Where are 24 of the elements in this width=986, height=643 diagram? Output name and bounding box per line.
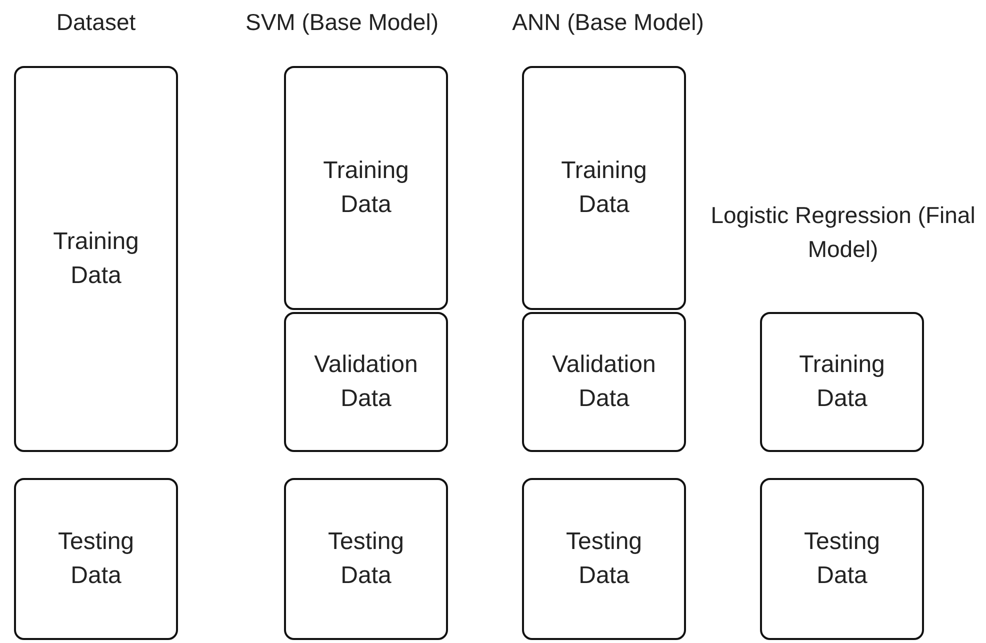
- data-box: [760, 312, 924, 452]
- data-box: [14, 66, 178, 452]
- box-label: Validation Data: [551, 350, 657, 414]
- data-box: [284, 66, 448, 310]
- box-label: Testing Data: [326, 527, 406, 591]
- column-heading: Dataset: [55, 8, 137, 37]
- data-box: [14, 478, 178, 640]
- box-label: Training Data: [52, 227, 140, 291]
- box-label: Testing Data: [56, 527, 136, 591]
- box-label: Validation Data: [313, 350, 419, 414]
- data-box: [522, 312, 686, 452]
- column-heading: Logistic Regression (Final Model): [710, 201, 976, 264]
- data-box: [284, 478, 448, 640]
- box-label: Training Data: [560, 156, 648, 220]
- data-box: [522, 66, 686, 310]
- box-label: Training Data: [322, 156, 410, 220]
- box-label: Training Data: [798, 350, 886, 414]
- column-heading: SVM (Base Model): [244, 8, 440, 37]
- box-label: Testing Data: [802, 527, 882, 591]
- data-box: [284, 312, 448, 452]
- column-heading: ANN (Base Model): [511, 8, 705, 37]
- data-box: [760, 478, 924, 640]
- data-box: [522, 478, 686, 640]
- box-label: Testing Data: [564, 527, 644, 591]
